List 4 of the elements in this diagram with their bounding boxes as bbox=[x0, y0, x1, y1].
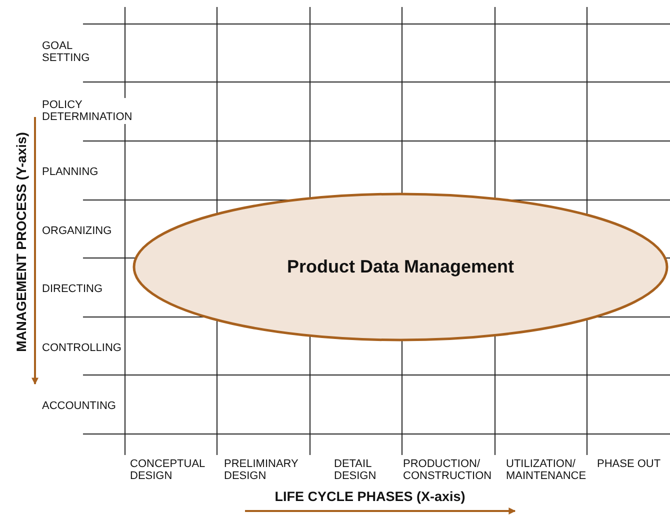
node-title: Product Data Management bbox=[286, 256, 516, 278]
axis-title: LIFE CYCLE PHASES (X-axis) bbox=[274, 489, 466, 505]
ellipse-node bbox=[133, 193, 668, 341]
axis-title: MANAGEMENT PROCESS (Y-axis) bbox=[14, 132, 30, 352]
